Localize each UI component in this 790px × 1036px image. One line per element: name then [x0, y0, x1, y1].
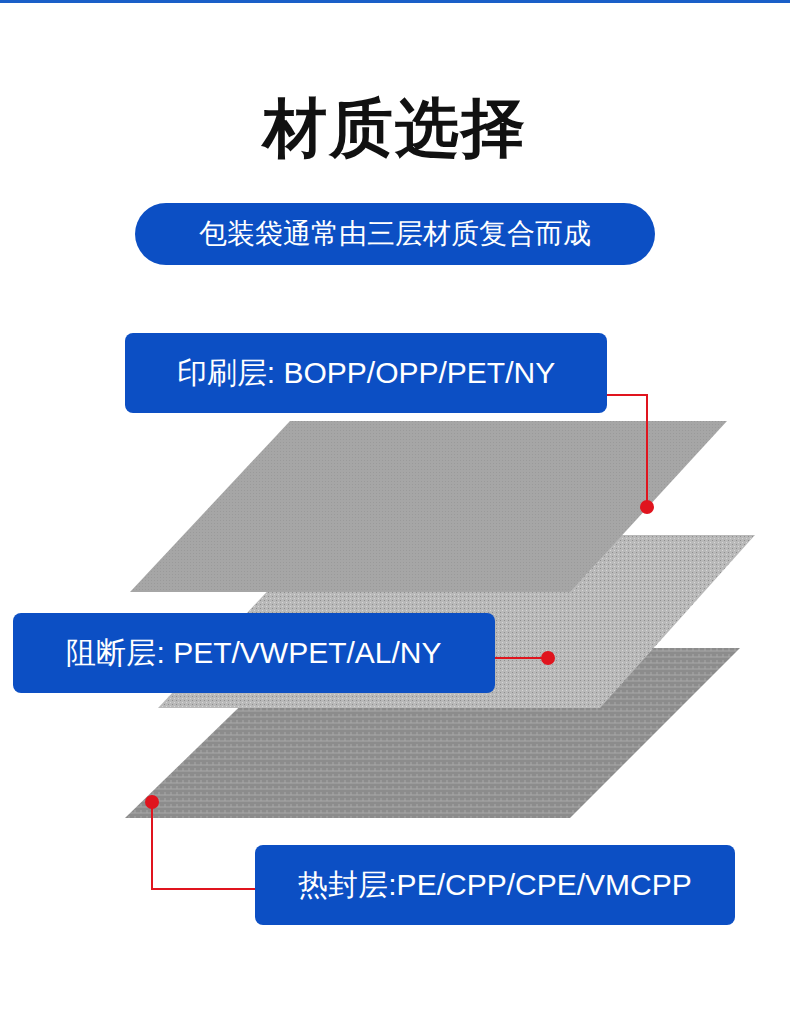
label-text: 印刷层: BOPP/OPP/PET/NY: [177, 353, 555, 394]
leader-dot: [640, 500, 654, 514]
leader-line: [490, 657, 548, 659]
subtitle-pill: 包装袋通常由三层材质复合而成: [135, 203, 655, 265]
leader-line: [152, 802, 262, 889]
print-layer: [130, 421, 727, 592]
leader-dot: [145, 795, 159, 809]
top-bar: [0, 0, 790, 3]
label-text: 阻断层: PET/VWPET/AL/NY: [66, 633, 441, 674]
page-title: 材质选择: [0, 88, 790, 168]
layer-label: 热封层:PE/CPP/CPE/VMCPP: [255, 845, 735, 925]
layer-label: 印刷层: BOPP/OPP/PET/NY: [125, 333, 607, 413]
leader-dot: [541, 651, 555, 665]
leader-line: [600, 395, 647, 507]
label-text: 热封层:PE/CPP/CPE/VMCPP: [298, 865, 691, 906]
layer-label: 阻断层: PET/VWPET/AL/NY: [13, 613, 495, 693]
label-text: 包装袋通常由三层材质复合而成: [199, 215, 591, 253]
